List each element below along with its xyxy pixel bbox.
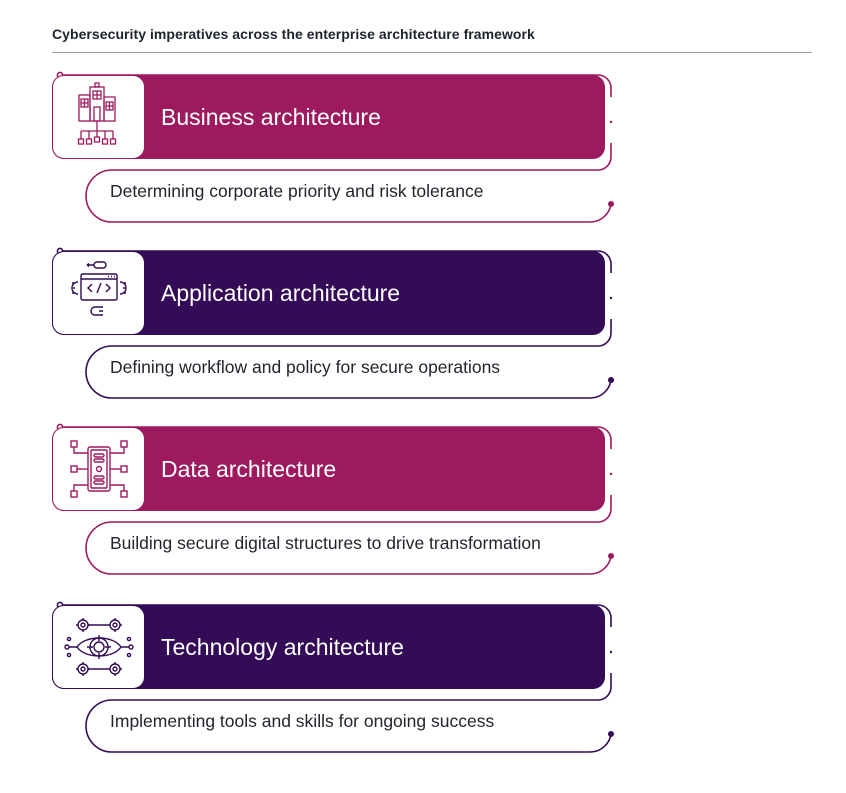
card-description: Determining corporate priority and risk … bbox=[110, 181, 484, 201]
card-description: Implementing tools and skills for ongoin… bbox=[110, 711, 495, 731]
card-title: Business architecture bbox=[161, 104, 381, 130]
eye-target-gears-icon bbox=[63, 618, 134, 676]
card-title: Data architecture bbox=[161, 456, 337, 482]
icon-tile bbox=[52, 75, 145, 159]
icon-tile bbox=[52, 605, 145, 689]
architecture-block-data: Data architecture Building secure digita… bbox=[0, 417, 846, 577]
architecture-block-technology: Technology architecture Implementing too… bbox=[0, 595, 846, 755]
architecture-block-application: Application architecture Defining workfl… bbox=[0, 241, 846, 401]
card-title: Application architecture bbox=[161, 280, 401, 306]
code-window-gears-icon bbox=[70, 261, 127, 316]
architecture-block-business: Business architecture Determining corpor… bbox=[0, 65, 846, 225]
icon-tile bbox=[52, 427, 145, 511]
title-divider bbox=[52, 52, 812, 53]
figure-title: Cybersecurity imperatives across the ent… bbox=[52, 26, 535, 42]
buildings-hierarchy-icon bbox=[77, 82, 116, 145]
card-description: Building secure digital structures to dr… bbox=[110, 533, 541, 553]
icon-tile bbox=[52, 251, 145, 335]
card-description: Defining workflow and policy for secure … bbox=[110, 357, 501, 377]
card-title: Technology architecture bbox=[161, 634, 404, 660]
server-network-icon bbox=[69, 440, 128, 498]
connector-frame bbox=[56, 247, 614, 399]
